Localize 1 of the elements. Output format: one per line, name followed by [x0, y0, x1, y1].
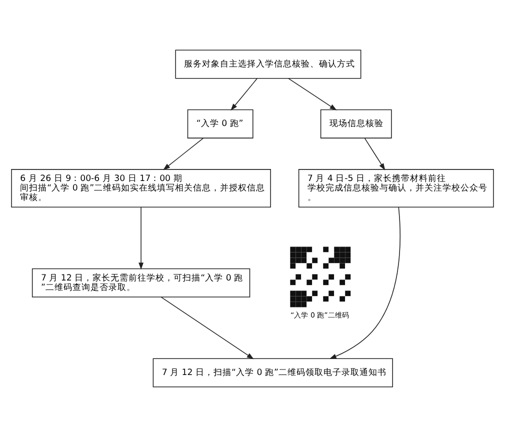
node-label: “入学 0 跑”二维码: [290, 310, 349, 320]
